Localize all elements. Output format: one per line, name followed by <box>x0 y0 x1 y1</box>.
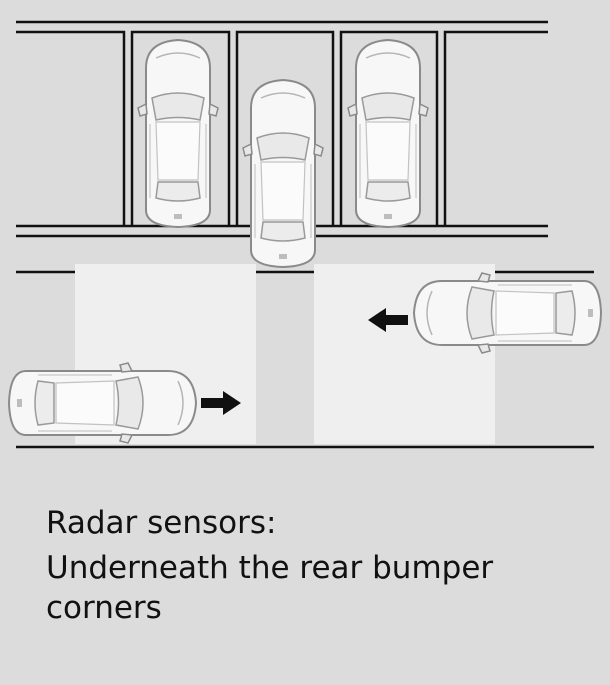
approaching-car-right-icon <box>413 272 602 354</box>
stall-lines <box>16 30 548 226</box>
caption-body: Underneath the rear bumper corners <box>46 550 494 626</box>
reversing-car-icon <box>242 79 324 268</box>
caption-title: Radar sensors: <box>46 505 277 541</box>
arrow-left-icon <box>368 308 408 332</box>
parking-radar-diagram <box>8 20 602 449</box>
parked-car-icon <box>347 39 429 228</box>
arrow-right-icon <box>201 391 241 415</box>
approaching-car-left-icon <box>8 362 197 444</box>
parked-car-icon <box>137 39 219 228</box>
